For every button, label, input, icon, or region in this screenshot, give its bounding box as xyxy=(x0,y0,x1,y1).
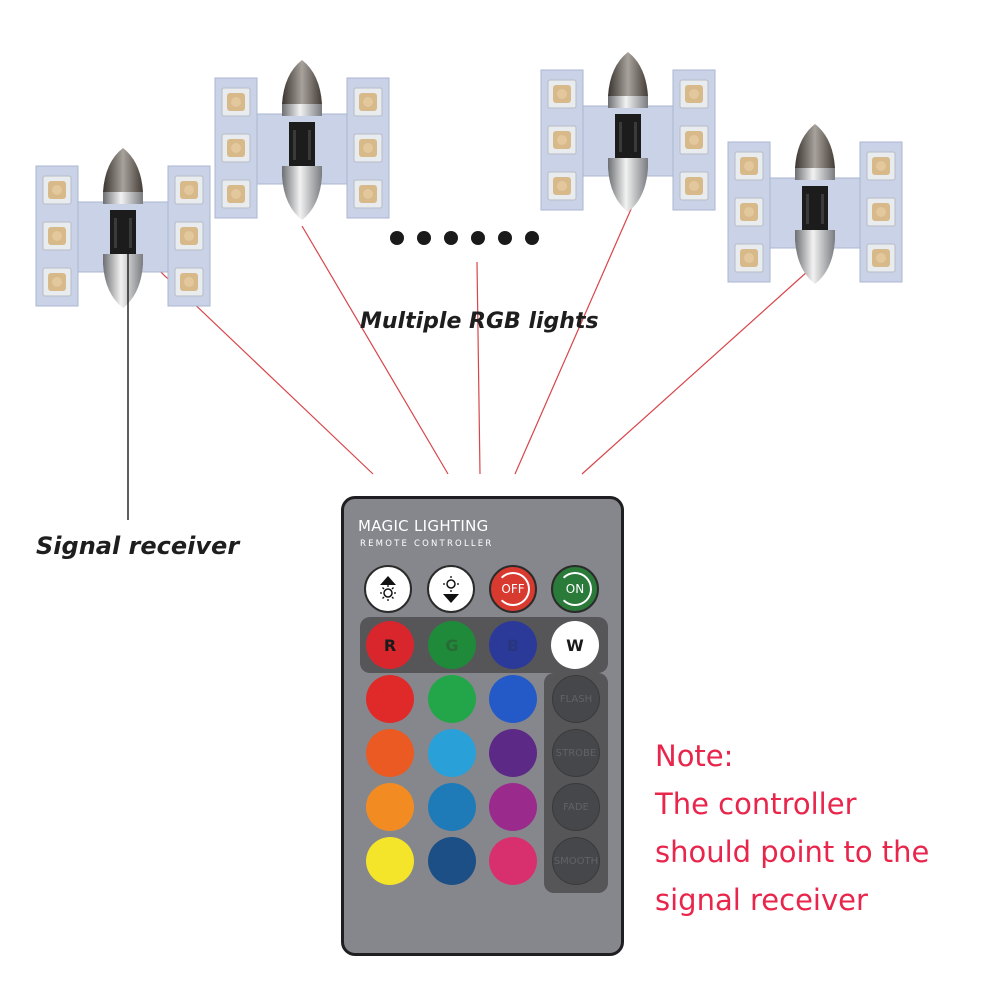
white-button[interactable]: W xyxy=(551,621,599,669)
signal-receiver-label: Signal receiver xyxy=(36,532,240,560)
signal-line xyxy=(123,236,374,475)
b-label: B xyxy=(506,635,520,655)
sun-up-icon xyxy=(380,576,396,601)
fade-button[interactable]: FADE xyxy=(552,783,600,831)
color-button[interactable] xyxy=(366,729,414,777)
brightness-up-button[interactable] xyxy=(364,565,412,613)
signal-line xyxy=(476,261,481,475)
signal-line xyxy=(581,261,819,475)
power-off-icon: OFF xyxy=(496,572,530,606)
color-button[interactable] xyxy=(489,783,537,831)
multiple-lights-label: Multiple RGB lights xyxy=(360,309,599,334)
signal-line xyxy=(301,225,449,475)
flash-button[interactable]: FLASH xyxy=(552,675,600,723)
strobe-button[interactable]: STROBE xyxy=(552,729,600,777)
color-button[interactable] xyxy=(366,837,414,885)
note-line: Note: xyxy=(655,739,734,773)
signal-lines xyxy=(123,199,819,475)
brightness-down-button[interactable] xyxy=(427,565,475,613)
smooth-button[interactable]: SMOOTH xyxy=(552,837,600,885)
color-button[interactable] xyxy=(428,675,476,723)
color-button[interactable] xyxy=(366,675,414,723)
off-label: OFF xyxy=(501,582,525,596)
remote-subtitle: REMOTE CONTROLLER xyxy=(360,539,494,549)
color-button[interactable] xyxy=(428,729,476,777)
color-button[interactable] xyxy=(428,837,476,885)
remote-controller: MAGIC LIGHTING REMOTE CONTROLLER OFF xyxy=(341,496,624,956)
smooth-label: SMOOTH xyxy=(553,855,599,867)
note-line: The controller xyxy=(655,787,857,821)
on-label: ON xyxy=(565,582,585,596)
signal-line xyxy=(514,199,636,475)
w-label: W xyxy=(566,635,584,655)
power-on-button[interactable]: ON xyxy=(551,565,599,613)
color-button[interactable] xyxy=(489,675,537,723)
ellipsis-dots xyxy=(390,231,539,245)
power-on-icon: ON xyxy=(558,572,592,606)
note-text: Note: The controller should point to the… xyxy=(655,732,929,924)
color-button[interactable] xyxy=(489,729,537,777)
rgb-light xyxy=(36,148,210,308)
rgb-light xyxy=(215,60,389,220)
fade-label: FADE xyxy=(563,801,589,813)
red-button[interactable]: R xyxy=(366,621,414,669)
color-button[interactable] xyxy=(489,837,537,885)
color-button[interactable] xyxy=(366,783,414,831)
rgb-light xyxy=(541,52,715,212)
color-button[interactable] xyxy=(428,783,476,831)
sun-down-icon xyxy=(443,576,459,603)
note-line: should point to the xyxy=(655,835,930,869)
green-button[interactable]: G xyxy=(428,621,476,669)
note-line: signal receiver xyxy=(655,883,868,917)
remote-title: MAGIC LIGHTING xyxy=(358,517,489,535)
rgb-light xyxy=(728,124,902,284)
r-label: R xyxy=(383,635,397,655)
flash-label: FLASH xyxy=(559,693,593,705)
g-label: G xyxy=(445,635,459,655)
power-off-button[interactable]: OFF xyxy=(489,565,537,613)
blue-button[interactable]: B xyxy=(489,621,537,669)
strobe-label: STROBE xyxy=(555,747,597,759)
